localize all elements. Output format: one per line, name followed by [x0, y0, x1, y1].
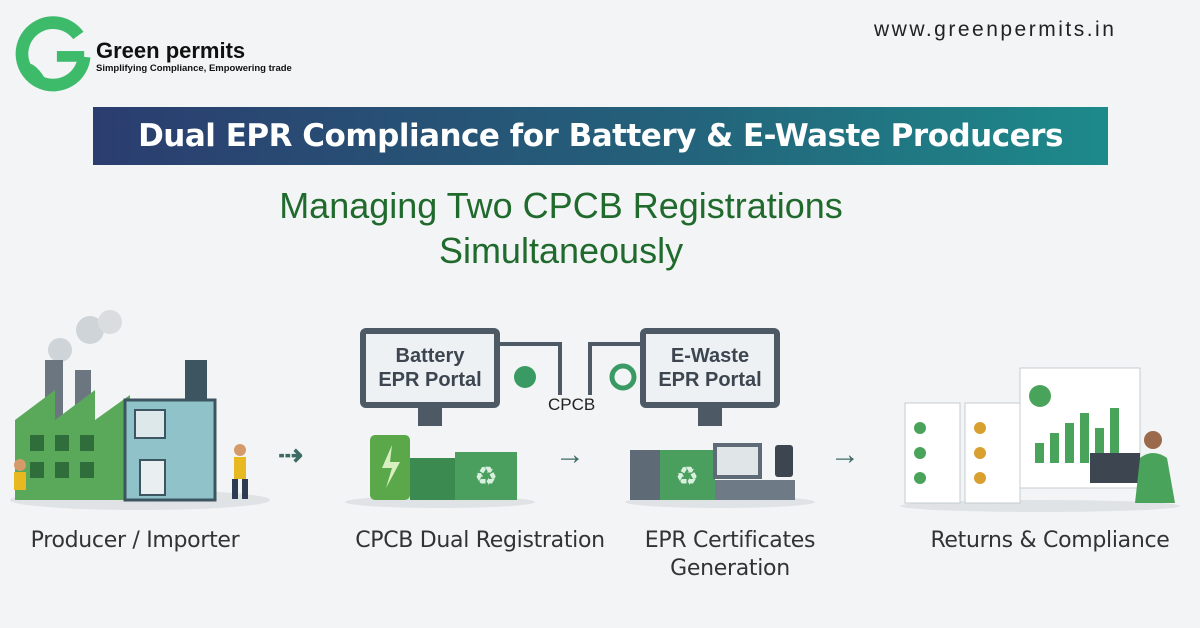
battery-portal-line1: Battery: [395, 345, 465, 367]
monitor-stand: [418, 408, 442, 426]
step-label-registration: CPCB Dual Registration: [355, 528, 605, 553]
recycle-icon: [514, 366, 536, 388]
ewaste-portal-line2: EPR Portal: [658, 369, 762, 391]
step-label-returns: Returns & Compliance: [930, 528, 1170, 553]
cpcb-hub-label: CPCB: [546, 395, 598, 415]
compliance-dashboard: [900, 367, 1180, 512]
recycle-icon: [609, 363, 637, 391]
svg-text:♻: ♻: [675, 461, 698, 491]
step-label-certificates: EPR Certificates: [644, 528, 816, 553]
ewaste-pile: ♻: [625, 443, 815, 508]
portal-connectors: [500, 342, 640, 400]
factory-illustration: [10, 310, 270, 510]
subtitle-line-1: Managing Two CPCB Registrations: [279, 185, 843, 226]
flow-arrow-2: →: [555, 438, 585, 471]
brand-tagline: Simplifying Compliance, Empowering trade: [96, 63, 292, 74]
svg-text:♻: ♻: [474, 461, 497, 491]
flow-arrow-3: →: [830, 438, 860, 471]
monitor-stand: [698, 408, 722, 426]
flow-arrow-1: ⇢: [278, 439, 304, 472]
step-label-producer: Producer / Importer: [30, 528, 240, 553]
ewaste-epr-portal: E-Waste EPR Portal: [640, 328, 780, 408]
subtitle-line-2: Simultaneously: [438, 230, 684, 271]
brand-name: Green permits: [96, 38, 246, 63]
logo-icon: [15, 16, 91, 92]
step-label-certificates-line2: Generation: [670, 556, 790, 581]
website-link[interactable]: www.greenpermits.in: [874, 18, 1117, 41]
battery-epr-portal: Battery EPR Portal: [360, 328, 500, 408]
ewaste-portal-line1: E-Waste: [670, 345, 750, 367]
battery-portal-line2: EPR Portal: [378, 369, 482, 391]
title-banner: Dual EPR Compliance for Battery & E-Wast…: [93, 107, 1108, 165]
battery-waste-bins: ♻: [345, 435, 535, 508]
